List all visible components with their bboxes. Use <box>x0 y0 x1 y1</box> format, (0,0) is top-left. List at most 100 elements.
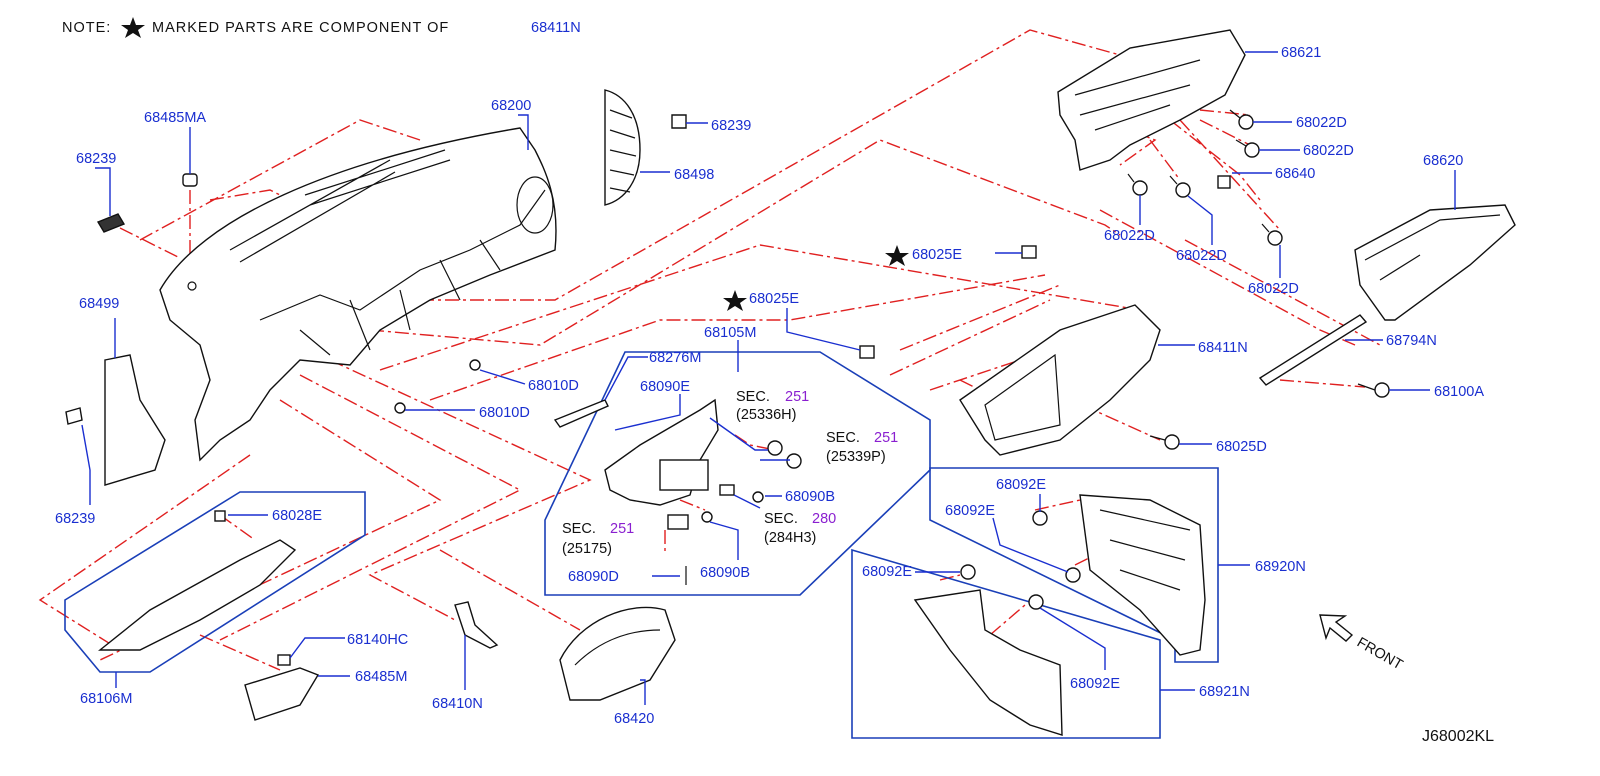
part-label-68621: 68621 <box>1281 45 1321 61</box>
part-label-68022d: 68022D <box>1296 115 1347 131</box>
lower-cover-68920n <box>1079 494 1206 656</box>
part-label-68022d: 68022D <box>1248 281 1299 297</box>
section-part-ref: (25336H) <box>736 407 796 423</box>
star-marker-icon <box>723 290 747 311</box>
clip-68028e <box>214 510 226 522</box>
part-label-68092e: 68092E <box>1070 676 1120 692</box>
front-label: FRONT <box>1354 635 1405 674</box>
part-label-68022d: 68022D <box>1104 228 1155 244</box>
part-label-68106m: 68106M <box>80 691 132 707</box>
part-label-68499: 68499 <box>79 296 119 312</box>
part-label-68620: 68620 <box>1423 153 1463 169</box>
part-label-68022d: 68022D <box>1303 143 1354 159</box>
pad-68239-top <box>671 114 687 129</box>
part-label-68200: 68200 <box>491 98 531 114</box>
lower-trim-68106m <box>98 539 297 651</box>
clip-68140hc <box>277 654 291 666</box>
cluster-hood-68420 <box>559 606 676 701</box>
frame-68921n <box>851 548 1161 739</box>
trim-68498 <box>604 89 641 206</box>
clip-68092e-3 <box>960 564 976 580</box>
section-number: 251 <box>874 430 898 446</box>
phantom-lines <box>38 29 1381 671</box>
clip-68485ma <box>182 173 198 187</box>
star-marker-icon <box>121 17 145 38</box>
section-prefix: SEC. <box>764 511 798 527</box>
section-ref-25336h: SEC. 251 (25336H) <box>736 389 809 423</box>
bolt-68022d-5 <box>1261 223 1283 246</box>
part-label-68239: 68239 <box>711 118 751 134</box>
front-arrow-icon <box>1319 614 1354 642</box>
section-ref-25339p: SEC. 251 (25339P) <box>826 430 898 465</box>
clip-68092e-4 <box>1028 594 1044 610</box>
part-number-labels: 68485MA 68239 68200 68239 68498 68621 68… <box>55 45 1484 727</box>
rail-68794n <box>1258 314 1368 386</box>
pad-68239-bottom <box>65 407 83 425</box>
glove-box-68620 <box>1354 204 1516 321</box>
part-label-68025d: 68025D <box>1216 439 1267 455</box>
part-label-68239: 68239 <box>76 151 116 167</box>
part-label-68028e: 68028E <box>272 508 322 524</box>
clip-68010d-2 <box>394 402 406 414</box>
part-label-68025e: 68025E <box>912 247 962 263</box>
frame-68920n <box>929 467 1219 663</box>
star-marker-icon <box>885 245 909 266</box>
bolt-68022d-1 <box>1229 109 1254 130</box>
section-prefix: SEC. <box>736 389 770 405</box>
part-label-68920n: 68920N <box>1255 559 1306 575</box>
part-label-68092e: 68092E <box>945 503 995 519</box>
section-prefix: SEC. <box>826 430 860 446</box>
note-line: NOTE: MARKED PARTS ARE COMPONENT OF 6841… <box>62 20 581 36</box>
note-prefix: NOTE: <box>62 20 111 36</box>
section-references: SEC. 251 (25336H) SEC. 251 (25339P) SEC.… <box>562 389 898 557</box>
part-label-68105m: 68105M <box>704 325 756 341</box>
part-label-68022d: 68022D <box>1176 248 1227 264</box>
part-label-68411n: 68411N <box>1198 340 1248 356</box>
section-number: 251 <box>610 521 634 537</box>
frame-68106m <box>64 491 366 673</box>
part-label-68485ma: 68485MA <box>144 110 206 126</box>
section-part-ref: (25339P) <box>826 449 886 465</box>
leader-lines <box>81 51 1456 705</box>
part-label-68794n: 68794N <box>1386 333 1437 349</box>
diagram-code: J68002KL <box>1422 728 1494 745</box>
part-label-68485m: 68485M <box>355 669 407 685</box>
side-cover-68499 <box>104 354 166 486</box>
lower-cover-68921n <box>913 589 1063 736</box>
part-label-68921n: 68921N <box>1199 684 1250 700</box>
screw-68025d <box>1149 434 1180 450</box>
section-part-ref: (25175) <box>562 541 612 557</box>
bracket-68621 <box>1057 29 1246 171</box>
part-label-68090d: 68090D <box>568 569 619 585</box>
clip-68010d-1 <box>469 359 481 371</box>
strip-68276m <box>553 399 609 428</box>
section-ref-25175: SEC. 251 (25175) <box>562 521 634 557</box>
clip-68640 <box>1217 175 1231 189</box>
part-label-68025e: 68025E <box>749 291 799 307</box>
clip-68025e-top <box>1021 245 1037 259</box>
instrument-panel-68200 <box>159 127 557 462</box>
group-frames <box>64 351 1219 739</box>
clip-68092e-2 <box>1065 567 1081 583</box>
bracket-68410n <box>454 601 499 649</box>
part-label-68498: 68498 <box>674 167 714 183</box>
bolt-68022d-3 <box>1127 173 1148 196</box>
part-label-68276m: 68276M <box>649 350 701 366</box>
section-number: 280 <box>812 511 836 527</box>
clip-68092e-1 <box>1032 510 1048 526</box>
part-label-68140hc: 68140HC <box>347 632 408 648</box>
part-label-68420: 68420 <box>614 711 654 727</box>
section-number: 251 <box>785 389 809 405</box>
part-label-68010d: 68010D <box>528 378 579 394</box>
note-text: MARKED PARTS ARE COMPONENT OF <box>152 20 449 36</box>
screw-68100a <box>1357 382 1390 398</box>
part-label-68090e: 68090E <box>640 379 690 395</box>
bolt-68022d-4 <box>1169 175 1191 198</box>
note-ref: 68411N <box>531 20 581 36</box>
cluster-lid-68411n <box>959 304 1161 456</box>
part-label-68090b: 68090B <box>785 489 835 505</box>
section-ref-284h3: SEC. 280 (284H3) <box>764 511 836 546</box>
cover-68485m <box>244 667 320 721</box>
